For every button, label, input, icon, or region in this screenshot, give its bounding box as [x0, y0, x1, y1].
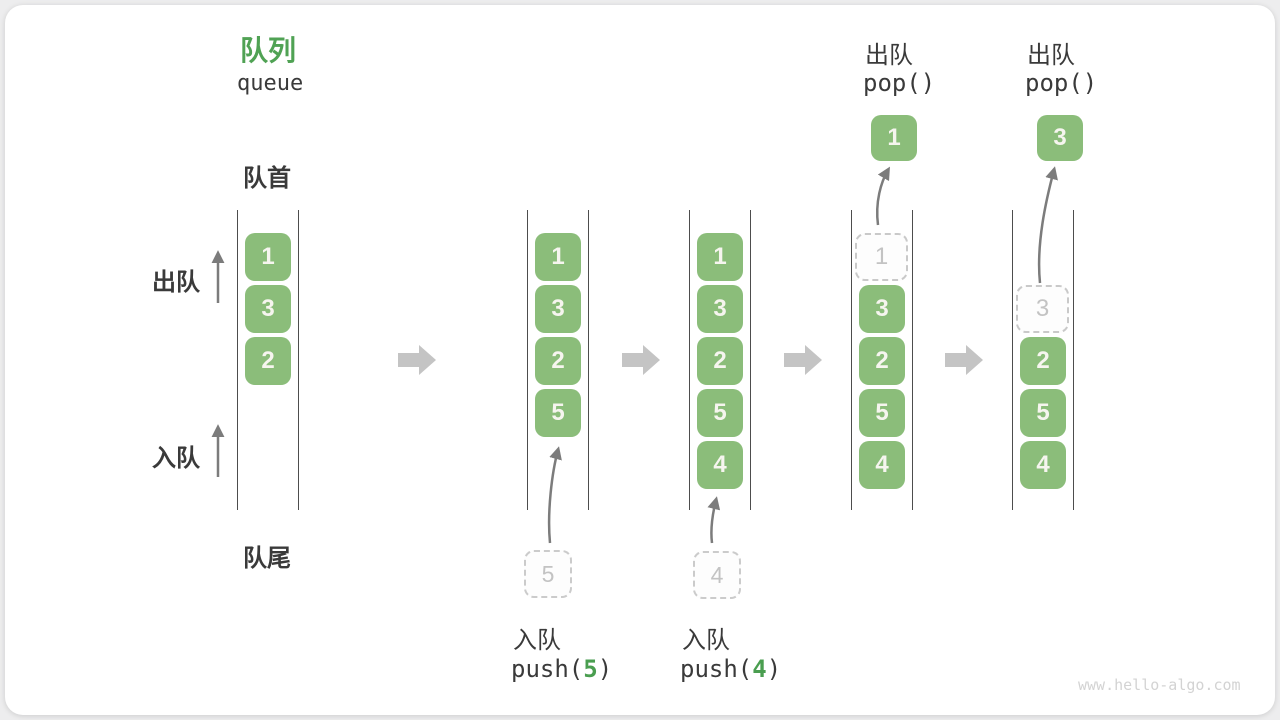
queue-column-state-1: 1 3 2 — [237, 210, 299, 510]
removed-item-ghost: 3 — [1016, 285, 1069, 333]
queue-item: 2 — [535, 337, 581, 385]
queue-item: 4 — [1020, 441, 1066, 489]
enqueue-side-label: 入队 — [152, 445, 200, 472]
code-close: ) — [597, 655, 613, 683]
push4-arrow — [707, 496, 721, 544]
flow-arrow-4 — [945, 345, 983, 375]
push5-code: push(5) — [511, 655, 612, 683]
page-subtitle: queue — [237, 71, 304, 96]
queue-item: 5 — [859, 389, 905, 437]
queue-item: 3 — [535, 285, 581, 333]
push4-code: push(4) — [680, 655, 781, 683]
incoming-item-ghost: 5 — [524, 550, 572, 598]
queue-item: 4 — [697, 441, 743, 489]
pop2-label: 出队 — [1027, 42, 1075, 69]
queue-item: 1 — [245, 233, 291, 281]
queue-item: 5 — [535, 389, 581, 437]
queue-front-label: 队首 — [243, 165, 291, 192]
code-arg: 5 — [583, 655, 598, 683]
queue-item: 3 — [245, 285, 291, 333]
queue-item: 2 — [697, 337, 743, 385]
code-fn: push( — [680, 655, 753, 683]
queue-column-state-4: 1 3 2 5 4 — [851, 210, 913, 510]
queue-item: 3 — [859, 285, 905, 333]
queue-item: 1 — [535, 233, 581, 281]
pop1-code: pop() — [863, 69, 936, 97]
removed-item-ghost: 1 — [855, 233, 908, 281]
flow-arrow-1 — [398, 345, 436, 375]
code-arg: 4 — [752, 655, 767, 683]
popped-item: 1 — [871, 115, 917, 161]
pop2-code: pop() — [1025, 69, 1098, 97]
push5-label: 入队 — [513, 627, 561, 654]
incoming-item-ghost: 4 — [693, 551, 741, 599]
code-fn: push( — [511, 655, 584, 683]
queue-item: 2 — [245, 337, 291, 385]
queue-item: 2 — [1020, 337, 1066, 385]
queue-column-state-3: 1 3 2 5 4 — [689, 210, 751, 510]
pop1-label: 出队 — [865, 42, 913, 69]
push5-arrow — [547, 446, 562, 544]
queue-item: 2 — [859, 337, 905, 385]
dequeue-side-label: 出队 — [152, 269, 200, 296]
pop1-arrow — [876, 166, 890, 226]
pop2-arrow — [1037, 166, 1058, 284]
code-close: ) — [766, 655, 782, 683]
push4-label: 入队 — [682, 627, 730, 654]
flow-arrow-2 — [622, 345, 660, 375]
queue-item: 5 — [697, 389, 743, 437]
queue-item: 3 — [697, 285, 743, 333]
queue-item: 4 — [859, 441, 905, 489]
queue-column-state-2: 1 3 2 5 — [527, 210, 589, 510]
page-title: 队列 — [240, 35, 297, 66]
popped-item: 3 — [1037, 115, 1083, 161]
queue-item: 5 — [1020, 389, 1066, 437]
queue-rear-label: 队尾 — [243, 545, 291, 572]
flow-arrow-3 — [784, 345, 822, 375]
queue-item: 1 — [697, 233, 743, 281]
watermark: www.hello-algo.com — [1078, 676, 1241, 694]
queue-column-state-5: 3 2 5 4 — [1012, 210, 1074, 510]
